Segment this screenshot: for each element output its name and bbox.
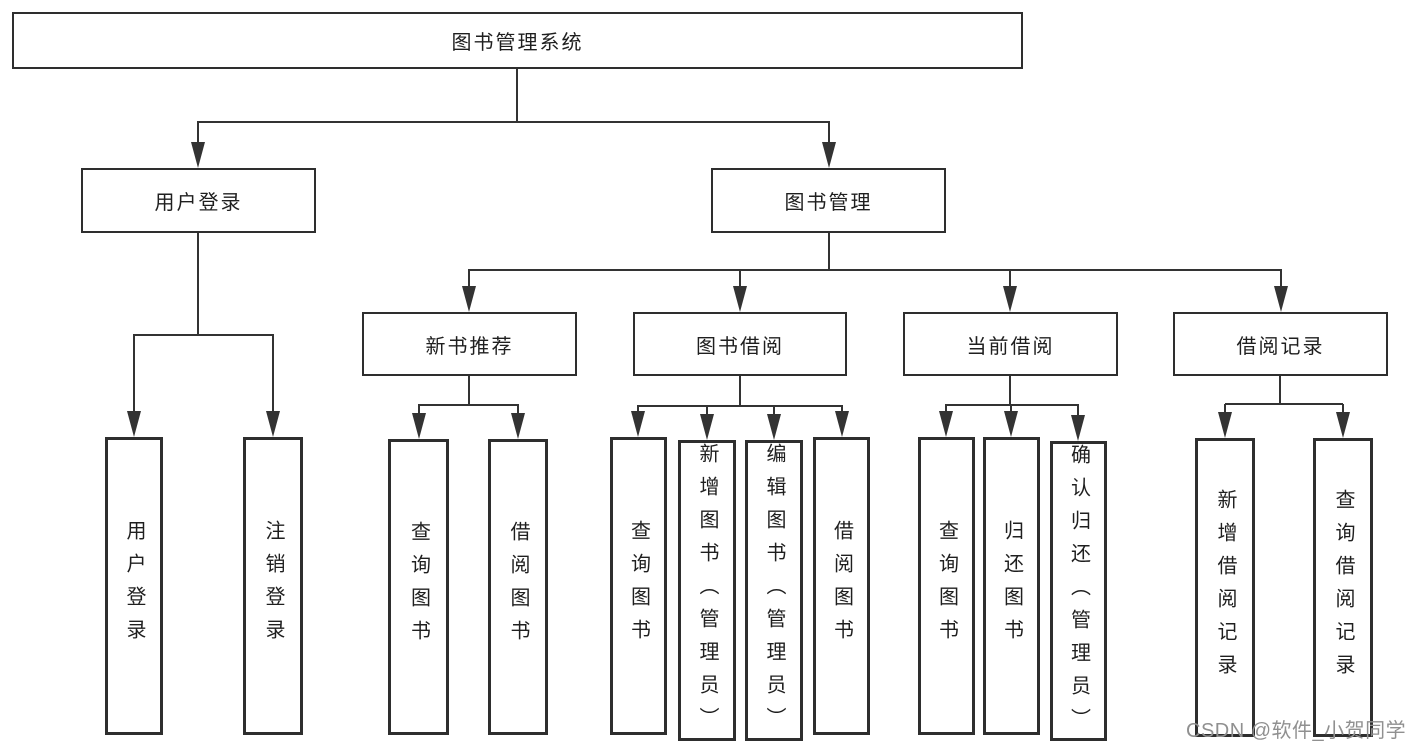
node-label: 新增图书（管理员） (696, 443, 718, 740)
node-label: 当前借阅 (966, 335, 1055, 358)
leaf-query-books-recommend: 查询图书 (388, 439, 449, 735)
node-user-login: 用户登录 (81, 168, 316, 233)
node-label: 借阅图书 (830, 520, 853, 652)
node-label: 图书借阅 (696, 335, 784, 358)
node-label: 确认归还（管理员） (1067, 444, 1090, 741)
node-label: 归还图书 (1000, 520, 1023, 652)
arrowhead-icon (767, 414, 781, 440)
leaf-edit-books-admin: 编辑图书（管理员） (745, 440, 803, 741)
arrowhead-icon (822, 142, 836, 168)
leaf-user-login: 用户登录 (105, 437, 163, 735)
leaf-confirm-return-admin: 确认归还（管理员） (1050, 441, 1107, 741)
node-label: 查询图书 (627, 520, 650, 652)
arrowhead-icon (191, 142, 205, 168)
node-new-book-recommend: 新书推荐 (362, 312, 577, 376)
node-label: 查询图书 (935, 520, 958, 652)
leaf-query-borrow-record: 查询借阅记录 (1313, 438, 1373, 737)
arrowhead-icon (939, 411, 953, 437)
leaf-return-books: 归还图书 (983, 437, 1040, 735)
arrowhead-icon (1274, 286, 1288, 312)
node-label: 查询借阅记录 (1332, 488, 1354, 687)
arrowhead-icon (1071, 415, 1085, 441)
node-book-borrowing: 图书借阅 (633, 312, 847, 376)
arrowhead-icon (1004, 411, 1018, 437)
node-label: 用户登录 (154, 192, 243, 214)
arrowhead-icon (1003, 286, 1017, 312)
leaf-logout-login: 注销登录 (243, 437, 303, 735)
arrowhead-icon (412, 413, 426, 439)
arrowhead-icon (266, 411, 280, 437)
node-label: 图书管理系统 (451, 32, 584, 54)
arrowhead-icon (631, 411, 645, 437)
arrowhead-icon (835, 411, 849, 437)
arrowhead-icon (700, 414, 714, 440)
arrowhead-icon (1218, 412, 1232, 438)
arrowhead-icon (1336, 412, 1350, 438)
leaf-query-books-current: 查询图书 (918, 437, 975, 735)
arrowhead-icon (127, 411, 141, 437)
node-label: 新书推荐 (425, 335, 514, 358)
arrowhead-icon (733, 286, 747, 312)
leaf-add-books-admin: 新增图书（管理员） (678, 440, 736, 741)
leaf-borrow-books-borrowing: 借阅图书 (813, 437, 870, 735)
node-label: 借阅记录 (1236, 335, 1325, 358)
arrowhead-icon (462, 286, 476, 312)
node-current-borrowing: 当前借阅 (903, 312, 1118, 376)
node-label: 编辑图书（管理员） (763, 443, 785, 740)
leaf-query-books-borrowing: 查询图书 (610, 437, 667, 735)
node-book-management-system: 图书管理系统 (12, 12, 1023, 69)
node-label: 注销登录 (262, 520, 284, 652)
node-label: 图书管理 (784, 192, 873, 214)
arrowhead-icon (511, 413, 525, 439)
node-label: 查询图书 (407, 521, 430, 653)
node-book-management: 图书管理 (711, 168, 946, 233)
node-label: 借阅图书 (507, 521, 529, 653)
leaf-borrow-books-recommend: 借阅图书 (488, 439, 548, 735)
node-borrowing-records: 借阅记录 (1173, 312, 1388, 376)
node-label: 用户登录 (123, 520, 145, 652)
node-label: 新增借阅记录 (1214, 488, 1236, 687)
watermark: CSDN @软件_小贺同学 (1186, 720, 1405, 742)
leaf-add-borrow-record: 新增借阅记录 (1195, 438, 1255, 737)
